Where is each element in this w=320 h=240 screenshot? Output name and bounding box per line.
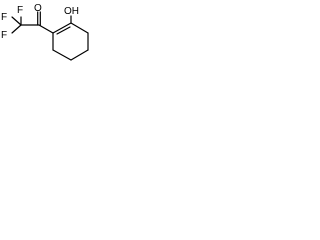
ring-bond-4 [70,49,89,61]
bond-carbonyl-ring [38,24,54,34]
bond-f1-c [11,16,22,26]
chemical-structure: F F F O OH [1,3,89,61]
ring-bond-6 [70,22,89,34]
ring-bond-3 [52,49,72,61]
fluorine-2-label: F [1,30,7,41]
bond-f2-c [11,24,22,34]
fluorine-1-label: F [1,12,7,23]
hydroxyl-label: OH [64,6,79,17]
carbonyl-oxygen-label: O [34,3,42,14]
fluorine-3-label: F [17,5,23,16]
ring-double-bond-inner [56,26,71,35]
ring-bond-1 [52,22,72,34]
